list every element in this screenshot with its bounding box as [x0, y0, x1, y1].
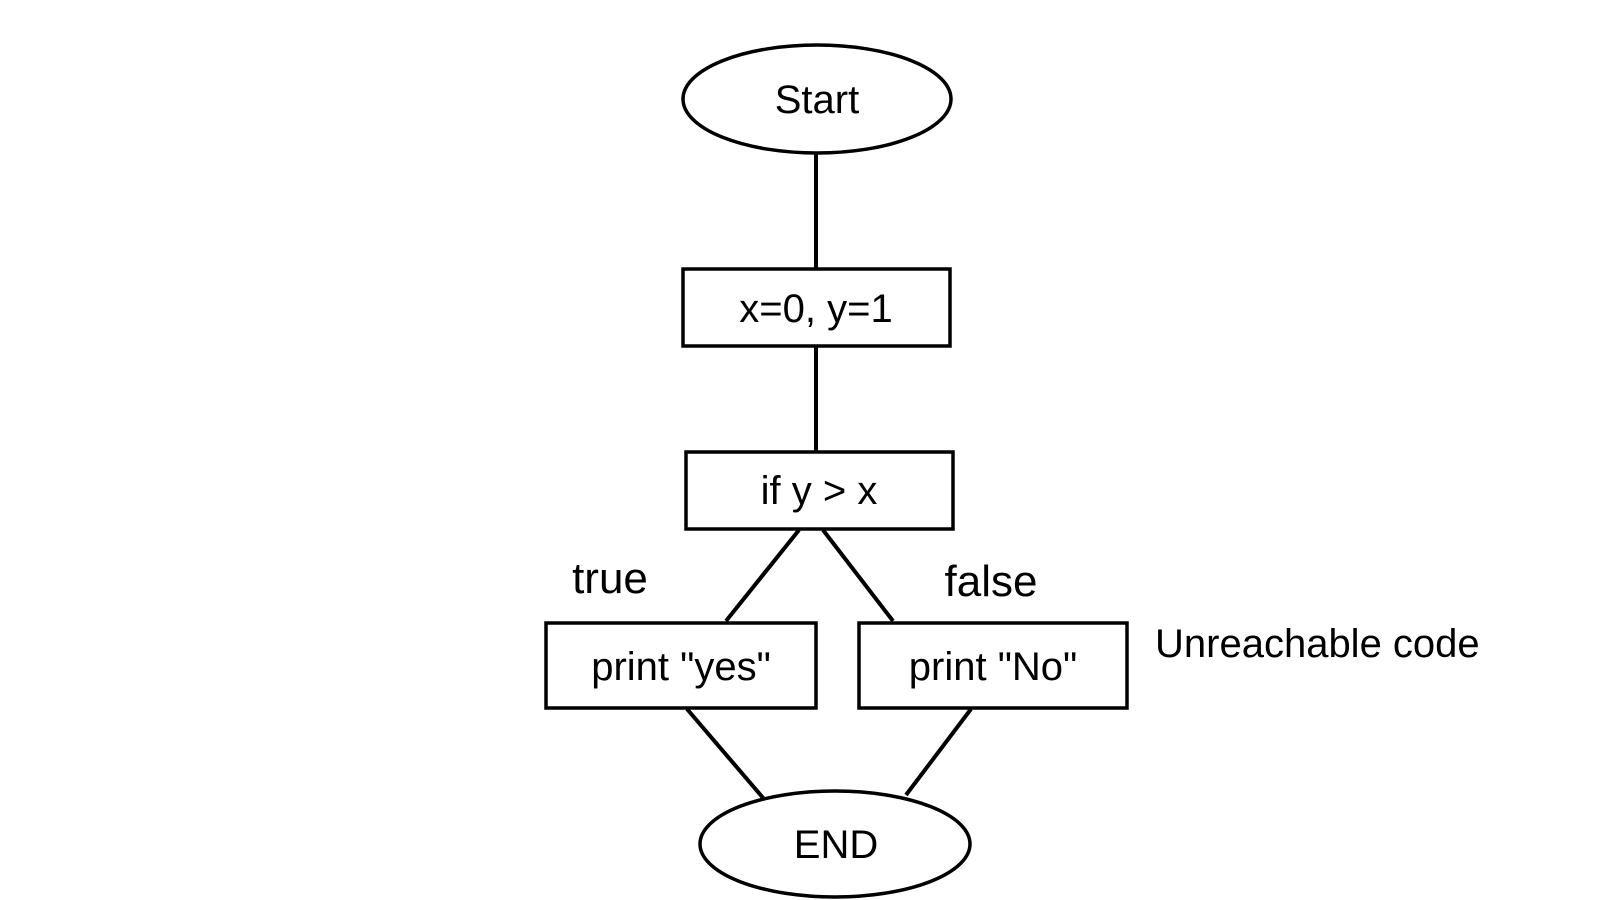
unreachable-code-annotation: Unreachable code	[1155, 622, 1480, 666]
assign-label: x=0, y=1	[739, 287, 892, 331]
node-assign: x=0, y=1	[681, 267, 952, 348]
node-end: END	[698, 789, 972, 899]
node-condition: if y > x	[684, 450, 955, 531]
edge-condition-true	[724, 528, 801, 623]
print-yes-label: print "yes"	[591, 645, 771, 689]
false-branch-label: false	[945, 557, 1038, 606]
start-label: Start	[775, 78, 859, 122]
start-terminator-shape	[681, 43, 953, 155]
node-print-no: print "No"	[857, 621, 1129, 710]
assign-process-shape	[681, 267, 952, 348]
end-label: END	[794, 823, 878, 867]
print-no-label: print "No"	[909, 645, 1077, 689]
true-branch-label: true	[572, 554, 648, 603]
end-terminator-shape	[698, 789, 972, 899]
print-no-shape	[857, 621, 1129, 710]
node-print-yes: print "yes"	[544, 621, 818, 710]
condition-label: if y > x	[761, 469, 878, 513]
condition-shape	[684, 450, 955, 531]
edge-print-no-to-end	[904, 707, 973, 797]
node-start: Start	[681, 43, 953, 155]
edge-print-yes-to-end	[685, 707, 766, 801]
edge-condition-false	[821, 528, 895, 623]
print-yes-shape	[544, 621, 818, 710]
